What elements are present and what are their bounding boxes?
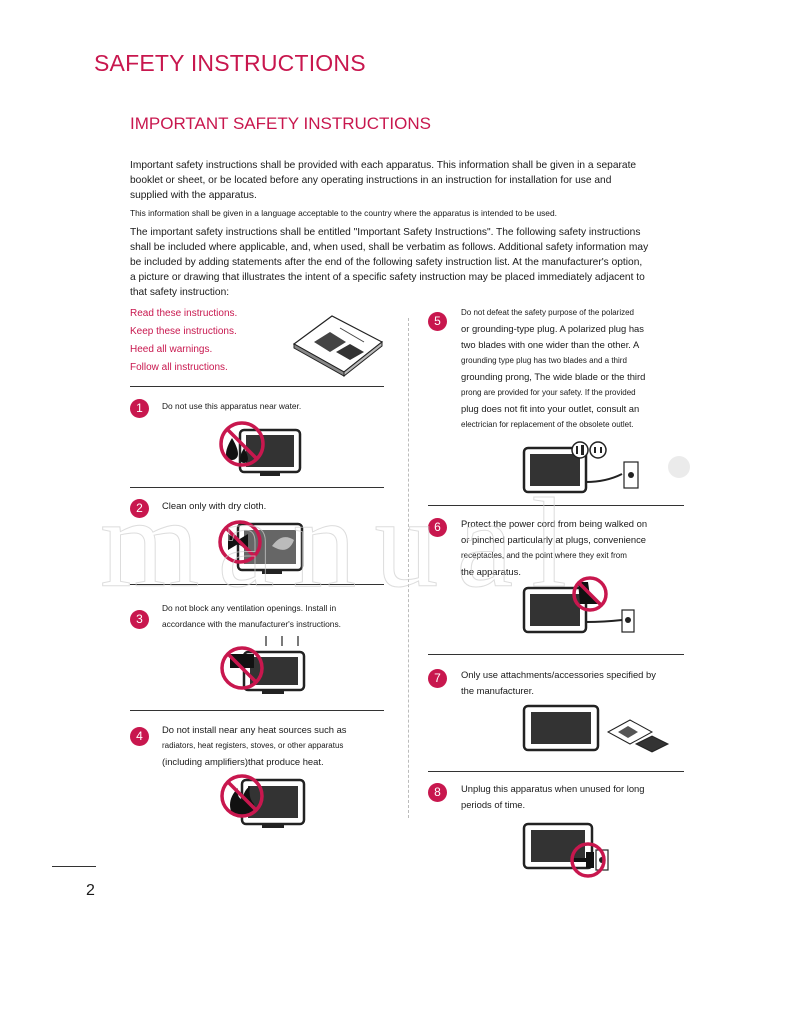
unplug-tv-icon	[522, 822, 609, 878]
list-item: Keep these instructions.	[130, 326, 237, 337]
accessories-tv-icon	[522, 704, 670, 753]
instruction-text: Do not use this apparatus near water.	[162, 401, 302, 411]
divider	[428, 505, 684, 506]
step-number-badge: 8	[428, 783, 447, 802]
instruction-text: Protect the power cord from being walked…	[461, 518, 648, 577]
intro-paragraph-2: This information shall be given in a lan…	[130, 208, 557, 218]
divider	[130, 487, 384, 488]
instruction-text: Do not defeat the safety purpose of the …	[461, 308, 646, 429]
divider	[428, 771, 684, 772]
step-number-badge: 4	[130, 727, 149, 746]
instruction-list: Read these instructions. Keep these inst…	[130, 305, 237, 377]
step-number-badge: 5	[428, 312, 447, 331]
section-title: IMPORTANT SAFETY INSTRUCTIONS	[130, 114, 431, 133]
divider	[130, 386, 384, 387]
step-number-badge: 2	[130, 499, 149, 518]
list-item: Read these instructions.	[130, 308, 238, 319]
divider	[130, 710, 384, 711]
cloth-tv-icon	[218, 520, 304, 574]
footer-rule	[52, 866, 96, 867]
step-number-badge: 3	[130, 610, 149, 629]
ventilation-tv-icon	[220, 636, 306, 694]
step-number-badge: 6	[428, 518, 447, 537]
instruction-text: Clean only with dry cloth.	[162, 500, 267, 511]
power-cord-tv-icon	[522, 576, 635, 634]
step-number-badge: 7	[428, 669, 447, 688]
column-divider	[408, 318, 409, 818]
divider	[130, 584, 384, 585]
instruction-text: Do not install near any heat sources suc…	[162, 724, 347, 767]
heat-source-tv-icon	[220, 774, 306, 828]
watermark-dot	[668, 456, 690, 478]
step-number-badge: 1	[130, 399, 149, 418]
divider	[428, 654, 684, 655]
list-item: Heed all warnings.	[130, 344, 213, 355]
intro-paragraph-3: The important safety instructions shall …	[130, 227, 649, 298]
booklet-illustration	[292, 315, 384, 378]
page-number: 2	[86, 882, 95, 899]
list-item: Follow all instructions.	[130, 362, 228, 373]
intro-paragraph-1: Important safety instructions shall be p…	[130, 160, 637, 201]
instruction-text: Do not block any ventilation openings. I…	[162, 603, 341, 629]
polarized-plug-tv-icon	[522, 441, 639, 494]
water-drop-tv-icon	[219, 421, 302, 476]
instruction-text: Unplug this apparatus when unused for lo…	[461, 783, 645, 810]
instruction-text: Only use attachments/accessories specifi…	[461, 669, 656, 696]
page-title: SAFETY INSTRUCTIONS	[94, 50, 366, 76]
